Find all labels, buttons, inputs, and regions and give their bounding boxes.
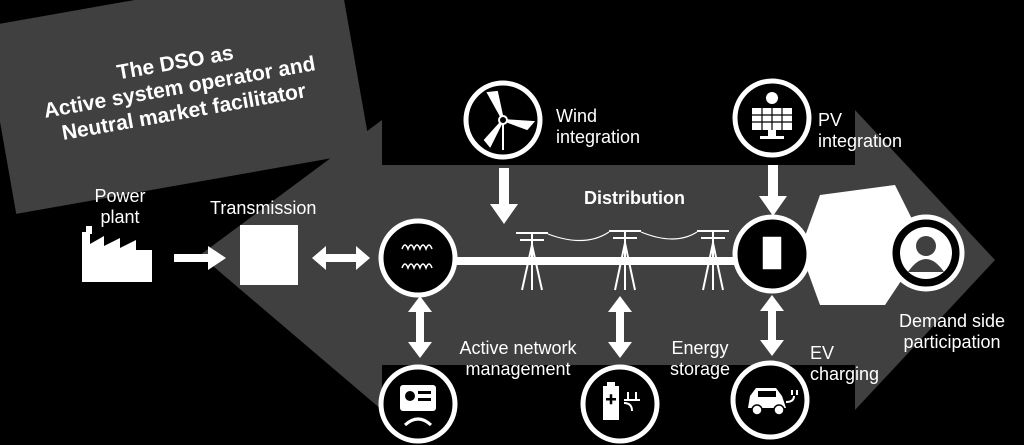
pylon-icon xyxy=(516,230,729,291)
ann-double-arrow xyxy=(408,296,432,358)
active-network-label: Active network management xyxy=(459,338,577,379)
power-cable xyxy=(547,231,698,242)
demand-pentagon xyxy=(800,185,925,305)
demand-side-label: Demand side participation xyxy=(898,311,1006,352)
storage-double-arrow xyxy=(608,296,632,358)
wind-integration-label: Wind integration xyxy=(556,106,641,147)
transmission-box xyxy=(240,225,298,285)
ev-charging-label: EV charging xyxy=(810,343,880,384)
power-plant-label: Power plant xyxy=(94,186,146,227)
wind-down-arrow xyxy=(490,168,518,224)
transformer-icon xyxy=(378,218,458,298)
distribution-label: Distribution xyxy=(584,188,685,208)
ev-double-arrow xyxy=(760,295,784,356)
pv-integration-label: PV integration xyxy=(818,110,903,151)
pv-down-arrow xyxy=(759,165,787,216)
energy-storage-label: Energy storage xyxy=(669,338,731,379)
factory-icon xyxy=(82,232,152,282)
distribution-line xyxy=(455,257,755,265)
battery-icon xyxy=(580,364,660,444)
plant-to-transmission-arrow xyxy=(174,246,226,270)
transmission-double-arrow xyxy=(312,246,370,270)
transmission-label: Transmission xyxy=(210,198,317,218)
